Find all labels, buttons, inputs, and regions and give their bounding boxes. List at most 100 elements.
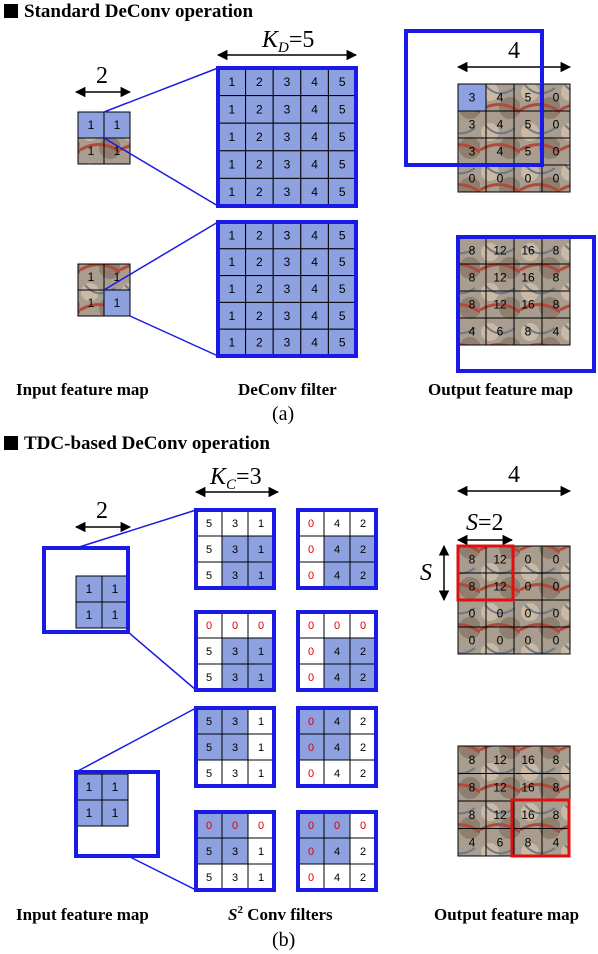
- filter-frame: [296, 810, 378, 892]
- filter-frame: [296, 508, 378, 590]
- grid-cell-value: 1: [258, 672, 264, 684]
- grid-cell-value: 5: [206, 768, 212, 780]
- filter-cell: [272, 122, 302, 152]
- output-cell: [541, 745, 571, 774]
- grid-cell-value: 0: [206, 820, 212, 832]
- input-cell: [77, 263, 105, 291]
- output-cell: [513, 110, 543, 139]
- filter-cell: [245, 67, 274, 97]
- grid-cell-value: 12: [493, 298, 507, 312]
- connector-line: [75, 509, 197, 549]
- grid-cell-value: 4: [311, 185, 318, 199]
- filter-cell: [323, 637, 351, 665]
- filter-cell: [323, 733, 351, 761]
- input-cell: [103, 111, 131, 139]
- grid-cell-value: 1: [258, 646, 264, 658]
- grid-cell-value: 3: [232, 872, 238, 884]
- grid-cell-value: 1: [228, 336, 235, 350]
- filter-cell: [247, 759, 275, 787]
- caption-a: (a): [272, 403, 294, 425]
- filter-cell: [297, 663, 325, 691]
- output-cell: [541, 317, 571, 346]
- grid-cell-value: 5: [339, 228, 346, 242]
- stride-label: S=2: [466, 510, 504, 536]
- output-cell: [541, 110, 571, 139]
- grid-cell-value: 5: [206, 646, 212, 658]
- grid-cell-value: 1: [88, 270, 95, 284]
- grid-cell-value: 0: [553, 634, 560, 648]
- grid-cell-value: 0: [525, 580, 532, 594]
- grid-cell-value: 2: [360, 768, 366, 780]
- connector-line: [75, 707, 197, 773]
- grid-cell-value: 1: [258, 716, 264, 728]
- output-cell: [513, 828, 543, 857]
- grid-cell-value: 2: [360, 716, 366, 728]
- grid-cell-value: 8: [525, 325, 532, 339]
- grid-cell-value: 0: [360, 820, 366, 832]
- grid-cell-value: 0: [308, 646, 314, 658]
- grid-cell-value: 3: [284, 158, 291, 172]
- label-output-a: Output feature map: [428, 380, 573, 399]
- grid-cell-value: 0: [308, 716, 314, 728]
- grid-cell-value: 8: [553, 780, 560, 794]
- grid-cell-value: 0: [525, 553, 532, 567]
- grid-cell-value: 8: [525, 835, 532, 849]
- grid-cell-value: 0: [469, 607, 476, 621]
- grid-cell-value: 0: [308, 672, 314, 684]
- grid-cell-value: 5: [339, 309, 346, 323]
- filter-cell: [217, 122, 247, 152]
- filter-cell: [349, 561, 377, 589]
- output-projection-frame: [456, 235, 596, 373]
- grid-cell-value: 3: [284, 130, 291, 144]
- grid-cell-value: 0: [308, 742, 314, 754]
- grid-cell-value: 1: [86, 608, 93, 622]
- filter-cell: [247, 663, 275, 691]
- grid-cell-value: 2: [256, 228, 263, 242]
- grid-cell-value: 1: [88, 118, 95, 132]
- grid-cell-value: 8: [469, 271, 476, 285]
- filter-cell: [247, 863, 275, 891]
- filter-cell: [247, 733, 275, 761]
- grid-cell-value: 2: [360, 846, 366, 858]
- connector-line: [103, 221, 219, 291]
- grid-cell-value: 4: [334, 716, 340, 728]
- grid-cell-value: 3: [232, 768, 238, 780]
- grid-cell-value: 5: [206, 716, 212, 728]
- grid-cell-value: 8: [469, 298, 476, 312]
- filter-cell: [245, 177, 274, 207]
- filter-dim-label-b: KC=3: [209, 464, 262, 493]
- output-cell: [541, 545, 571, 574]
- grid-cell-value: 8: [553, 298, 560, 312]
- filter-cell: [245, 95, 274, 124]
- grid-cell-value: 0: [469, 172, 476, 186]
- section-b-title: TDC-based DeConv operation: [24, 433, 270, 454]
- grid-cell-value: 0: [232, 620, 238, 632]
- grid-cell-value: 5: [206, 518, 212, 530]
- output-cell: [485, 317, 515, 346]
- output-cell: [457, 164, 487, 193]
- filter-cell: [247, 811, 275, 839]
- grid-cell-value: 1: [114, 270, 121, 284]
- grid-cell-value: 0: [497, 607, 504, 621]
- grid-cell-value: 5: [206, 544, 212, 556]
- filter-cell: [195, 811, 223, 839]
- grid-cell-value: 2: [256, 158, 263, 172]
- filter-cell: [195, 561, 223, 589]
- grid-cell-value: 5: [339, 102, 346, 116]
- grid-cell-value: 0: [258, 820, 264, 832]
- grid-cell-value: 12: [493, 780, 507, 794]
- grid-cell-value: 4: [311, 102, 318, 116]
- grid-cell-value: 4: [553, 835, 560, 849]
- grid-cell-value: 16: [521, 808, 535, 822]
- filter-cell: [272, 150, 302, 179]
- grid-cell-value: 0: [553, 145, 560, 159]
- grid-cell-value: 4: [469, 325, 476, 339]
- grid-cell-value: 1: [258, 846, 264, 858]
- grid-cell-value: 2: [256, 336, 263, 350]
